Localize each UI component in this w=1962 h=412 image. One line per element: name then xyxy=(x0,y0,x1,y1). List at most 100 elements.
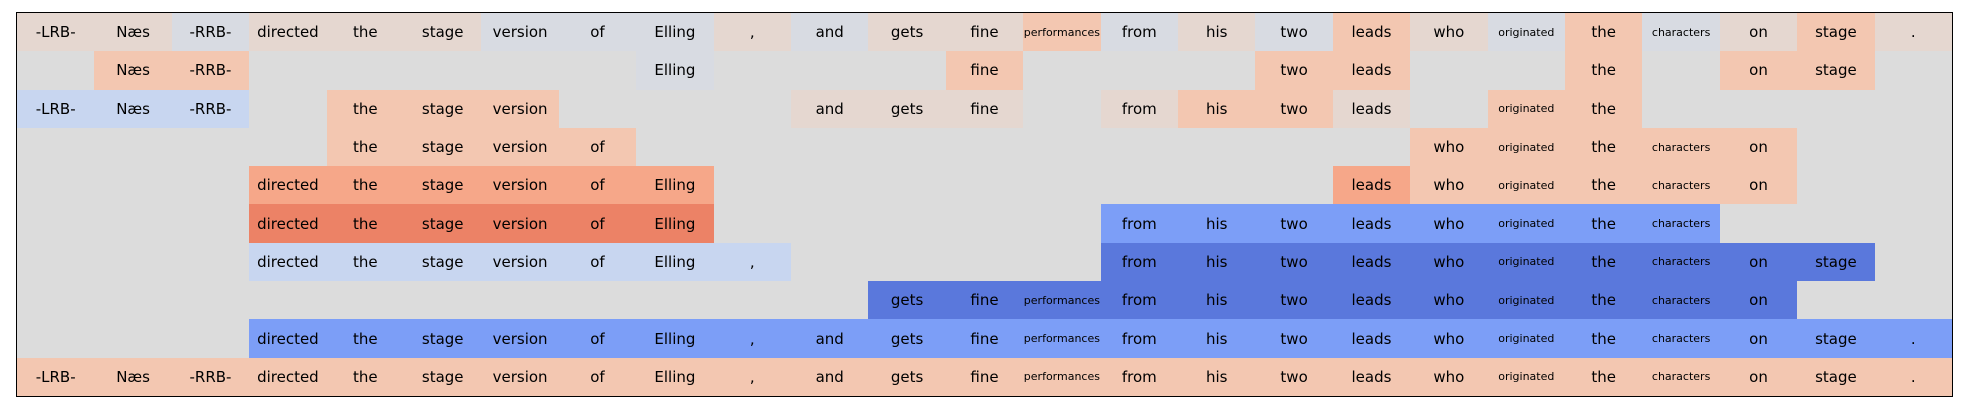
heatmap-cell xyxy=(1797,127,1875,167)
heatmap-cell xyxy=(171,127,250,167)
heatmap-cell: directed xyxy=(249,166,327,205)
heatmap-cell xyxy=(636,89,714,128)
heatmap-cell xyxy=(558,89,637,128)
heatmap-cell: his xyxy=(1178,242,1256,282)
heatmap-cell: who xyxy=(1410,281,1488,320)
heatmap-cell: -LRB- xyxy=(17,89,95,128)
heatmap-cell: -LRB- xyxy=(17,13,95,52)
heatmap-cell: stage xyxy=(404,13,482,52)
heatmap-cell: the xyxy=(326,319,404,358)
heatmap-cell: leads xyxy=(1332,13,1411,52)
heatmap-cell: stage xyxy=(1797,357,1875,396)
heatmap-cell xyxy=(1255,127,1333,167)
heatmap-cell: the xyxy=(1565,281,1643,320)
heatmap-cell: . xyxy=(1874,357,1952,396)
heatmap-cell xyxy=(945,204,1024,243)
heatmap-cell: characters xyxy=(1642,319,1720,358)
heatmap-cell: fine xyxy=(945,281,1024,320)
heatmap-cell xyxy=(945,242,1024,282)
heatmap-cell: stage xyxy=(404,127,482,167)
heatmap-cell xyxy=(1023,127,1101,167)
heatmap-cell: two xyxy=(1255,281,1333,320)
heatmap-cell: two xyxy=(1255,357,1333,396)
heatmap-cell: -RRB- xyxy=(171,89,250,128)
heatmap-cell xyxy=(1023,242,1101,282)
heatmap-cell xyxy=(94,127,172,167)
heatmap-cell xyxy=(791,242,869,282)
heatmap-cell: version xyxy=(481,89,559,128)
heatmap-cell: the xyxy=(326,13,404,52)
heatmap-cell xyxy=(1100,166,1178,205)
heatmap-cell xyxy=(1023,89,1101,128)
heatmap-cell: leads xyxy=(1332,319,1411,358)
heatmap-cell xyxy=(17,204,95,243)
heatmap-cell: his xyxy=(1178,319,1256,358)
heatmap-cell: from xyxy=(1100,357,1178,396)
heatmap-cell xyxy=(17,242,95,282)
heatmap-cell xyxy=(1023,204,1101,243)
heatmap-cell xyxy=(1874,89,1952,128)
heatmap-cell xyxy=(171,281,250,320)
heatmap-cell xyxy=(94,166,172,205)
heatmap-cell: on xyxy=(1719,166,1798,205)
heatmap-cell: the xyxy=(1565,204,1643,243)
heatmap-cell xyxy=(249,127,327,167)
heatmap-cell xyxy=(1874,166,1952,205)
heatmap-cell xyxy=(1874,127,1952,167)
heatmap-cell xyxy=(636,127,714,167)
heatmap-cell: the xyxy=(1565,51,1643,90)
heatmap-cell: originated xyxy=(1487,357,1565,396)
heatmap-cell xyxy=(1874,51,1952,90)
heatmap-cell: Elling xyxy=(636,357,714,396)
heatmap-cell xyxy=(1487,51,1565,90)
heatmap-cell xyxy=(94,204,172,243)
heatmap-cell: originated xyxy=(1487,166,1565,205)
heatmap-cell: on xyxy=(1719,127,1798,167)
heatmap-cell: characters xyxy=(1642,357,1720,396)
heatmap-cell: Elling xyxy=(636,204,714,243)
heatmap-cell: . xyxy=(1874,13,1952,52)
heatmap-cell: performances xyxy=(1023,357,1101,396)
heatmap-cell: the xyxy=(326,166,404,205)
heatmap-cell: leads xyxy=(1332,166,1411,205)
heatmap-cell: characters xyxy=(1642,242,1720,282)
heatmap-cell: originated xyxy=(1487,89,1565,128)
heatmap-cell: the xyxy=(1565,13,1643,52)
heatmap-cell: the xyxy=(1565,166,1643,205)
heatmap-cell: stage xyxy=(1797,51,1875,90)
heatmap-cell: . xyxy=(1874,319,1952,358)
heatmap-cell: , xyxy=(713,357,791,396)
heatmap-cell xyxy=(1410,51,1488,90)
heatmap-cell: leads xyxy=(1332,51,1411,90)
heatmap-cell xyxy=(713,127,791,167)
heatmap-cell: directed xyxy=(249,204,327,243)
heatmap-cell: Elling xyxy=(636,242,714,282)
heatmap-cell xyxy=(481,51,559,90)
heatmap-cell: gets xyxy=(868,357,946,396)
heatmap-cell: leads xyxy=(1332,204,1411,243)
heatmap-cell xyxy=(1100,127,1178,167)
heatmap-cell: stage xyxy=(404,204,482,243)
heatmap-cell: version xyxy=(481,319,559,358)
heatmap-cell xyxy=(1410,89,1488,128)
heatmap-cell: version xyxy=(481,166,559,205)
heatmap-cell: and xyxy=(791,89,869,128)
heatmap-cell: originated xyxy=(1487,13,1565,52)
heatmap-cell: on xyxy=(1719,357,1798,396)
heatmap-cell: the xyxy=(326,242,404,282)
heatmap-cell: stage xyxy=(1797,242,1875,282)
heatmap-cell: the xyxy=(1565,357,1643,396)
heatmap-cell: on xyxy=(1719,281,1798,320)
heatmap-cell: gets xyxy=(868,281,946,320)
heatmap-cell xyxy=(868,51,946,90)
heatmap-cell: Elling xyxy=(636,13,714,52)
heatmap-cell: on xyxy=(1719,13,1798,52)
heatmap-cell xyxy=(636,281,714,320)
heatmap-cell: -RRB- xyxy=(171,13,250,52)
heatmap-cell: his xyxy=(1178,89,1256,128)
heatmap-cell: characters xyxy=(1642,281,1720,320)
heatmap-cell: Elling xyxy=(636,51,714,90)
heatmap-cell: on xyxy=(1719,319,1798,358)
